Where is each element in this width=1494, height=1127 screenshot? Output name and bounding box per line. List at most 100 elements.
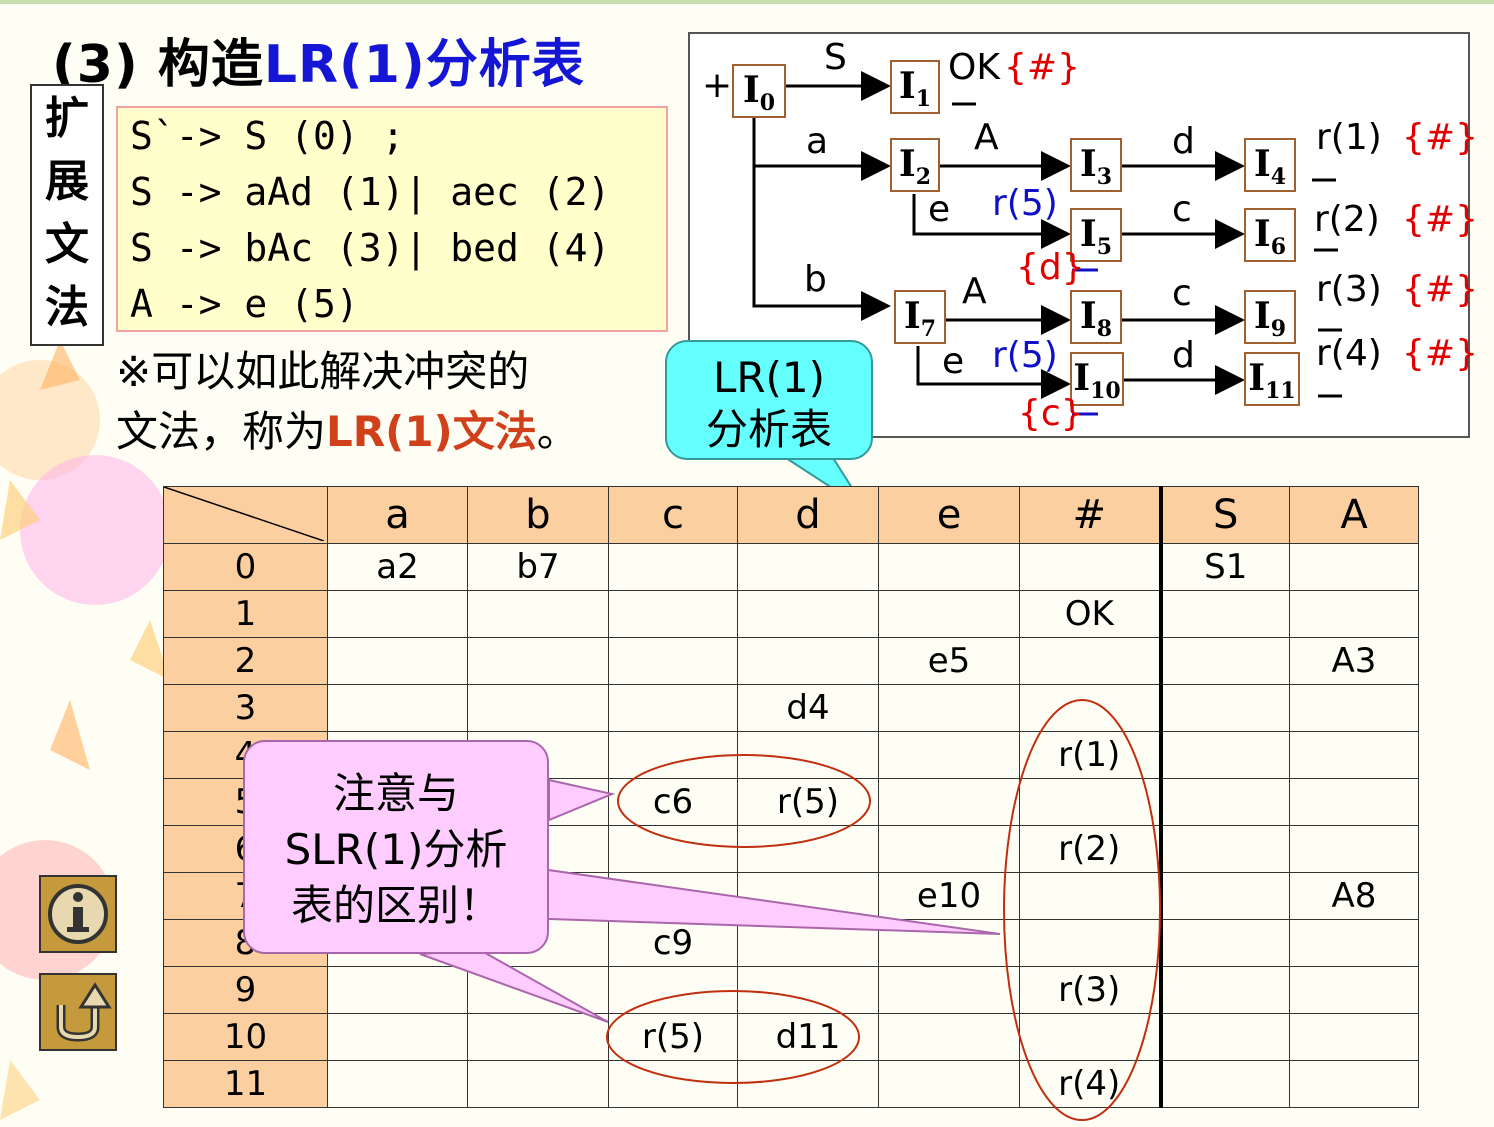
table-cell <box>878 778 1020 826</box>
accept-lookahead: {#} <box>1004 47 1080 88</box>
lr1-note: ※可以如此解决冲突的 文法，称为LR(1)文法。 <box>116 342 579 462</box>
table-cell: r(5) <box>737 778 879 826</box>
return-icon <box>56 982 112 1042</box>
table-cell <box>737 590 879 638</box>
table-cell <box>1158 872 1290 920</box>
table-cell: c9 <box>608 919 738 967</box>
table-cell <box>737 872 879 920</box>
table-cell: S1 <box>1158 543 1290 591</box>
table-cell <box>327 684 468 732</box>
note-line-2-prefix: 文法，称为 <box>116 407 327 456</box>
note-line-2: SLR(1)分析 <box>284 825 508 874</box>
table-cell <box>1289 1060 1419 1108</box>
edge-label-S: S <box>824 37 847 78</box>
state-I0: I0 <box>732 64 786 118</box>
table-cell <box>608 543 738 591</box>
edge-label-A1: A <box>974 117 999 158</box>
table-cell <box>878 590 1020 638</box>
ext-char-3: 文 <box>45 219 89 270</box>
table-cell <box>608 966 738 1014</box>
table-cell <box>327 637 468 685</box>
state-I5: I5 <box>1070 208 1122 262</box>
note-highlight: LR(1)文法 <box>326 407 537 456</box>
table-cell <box>327 966 468 1014</box>
table-cell <box>878 825 1020 873</box>
reduce-r4-lookahead: {#} <box>1402 333 1478 374</box>
note-line-2-suffix: 。 <box>536 407 579 456</box>
table-cell: r(4) <box>1019 1060 1161 1108</box>
reduce-r2: r(2) <box>1314 199 1380 240</box>
table-row: 10 r(5)d11 <box>163 1013 1419 1061</box>
table-cell <box>878 731 1020 779</box>
edge-b <box>752 114 891 321</box>
edge-label-c1: c <box>1172 189 1192 230</box>
edge-label-A2: A <box>962 271 987 312</box>
row-state-header: 10 <box>163 1013 328 1061</box>
table-cell: a2 <box>327 543 468 591</box>
note-line-2: 文法，称为LR(1)文法。 <box>116 402 579 462</box>
col-header: a <box>327 486 468 544</box>
table-cell <box>1289 966 1419 1014</box>
edge-label-a: a <box>806 121 829 162</box>
table-cell: d11 <box>737 1013 879 1061</box>
reduce-r5-a-lookahead: {d} <box>1016 247 1085 288</box>
state-I7: I7 <box>894 290 946 344</box>
table-cell <box>1158 684 1290 732</box>
title-highlight: LR(1)分析表 <box>263 35 585 95</box>
row-state-header: 11 <box>163 1060 328 1108</box>
state-I10: I10 <box>1070 352 1124 406</box>
lr1-table-callout: LR(1) 分析表 <box>665 340 873 460</box>
table-cell <box>608 872 738 920</box>
col-header: e <box>878 486 1020 544</box>
table-cell <box>1158 825 1290 873</box>
table-cell <box>467 966 609 1014</box>
table-cell: e10 <box>878 872 1020 920</box>
table-cell <box>1019 684 1161 732</box>
edge-label-d1: d <box>1172 121 1195 162</box>
edge-label-d2: d <box>1172 335 1195 376</box>
col-header: b <box>467 486 609 544</box>
edge-label-c2: c <box>1172 273 1192 314</box>
table-cell <box>327 590 468 638</box>
table-cell <box>737 825 879 873</box>
table-header-row: a b c d e # S A <box>163 486 1419 544</box>
return-button[interactable] <box>39 973 117 1051</box>
table-cell <box>1289 825 1419 873</box>
grammar-rule: S -> bAc (3)| bed (4) <box>130 226 611 270</box>
table-cell <box>1158 919 1290 967</box>
state-I8: I8 <box>1070 290 1122 344</box>
col-header: A <box>1289 486 1419 544</box>
table-cell <box>467 637 609 685</box>
extended-grammar-label: 扩 展 文 法 <box>30 84 104 346</box>
info-button[interactable] <box>39 875 117 953</box>
table-cell <box>1289 684 1419 732</box>
state-I4: I4 <box>1244 138 1296 192</box>
col-header: S <box>1158 486 1290 544</box>
table-cell: r(1) <box>1019 731 1161 779</box>
table-cell <box>467 1060 609 1108</box>
table-cell <box>608 684 738 732</box>
reduce-r3-lookahead: {#} <box>1402 269 1478 310</box>
table-cell: d4 <box>737 684 879 732</box>
reduce-r5-b-lookahead: {c} <box>1018 393 1084 434</box>
table-cell: A8 <box>1289 872 1419 920</box>
table-cell <box>737 637 879 685</box>
diagonal-line <box>164 487 324 541</box>
table-cell <box>1019 919 1161 967</box>
table-cell <box>1158 590 1290 638</box>
table-cell: r(5) <box>608 1013 738 1061</box>
start-marker: + <box>702 65 733 106</box>
row-state-header: 2 <box>163 637 328 685</box>
table-cell: r(2) <box>1019 825 1161 873</box>
table-row: 11 r(4) <box>163 1060 1419 1108</box>
edge-e1 <box>912 194 1071 249</box>
state-I3: I3 <box>1070 138 1122 192</box>
info-icon <box>48 884 108 944</box>
edge-label-e2: e <box>942 341 965 382</box>
row-state-header: 0 <box>163 543 328 591</box>
table-cell <box>737 1060 879 1108</box>
col-header: d <box>737 486 879 544</box>
ext-char-2: 展 <box>45 156 89 207</box>
table-cell <box>1289 778 1419 826</box>
